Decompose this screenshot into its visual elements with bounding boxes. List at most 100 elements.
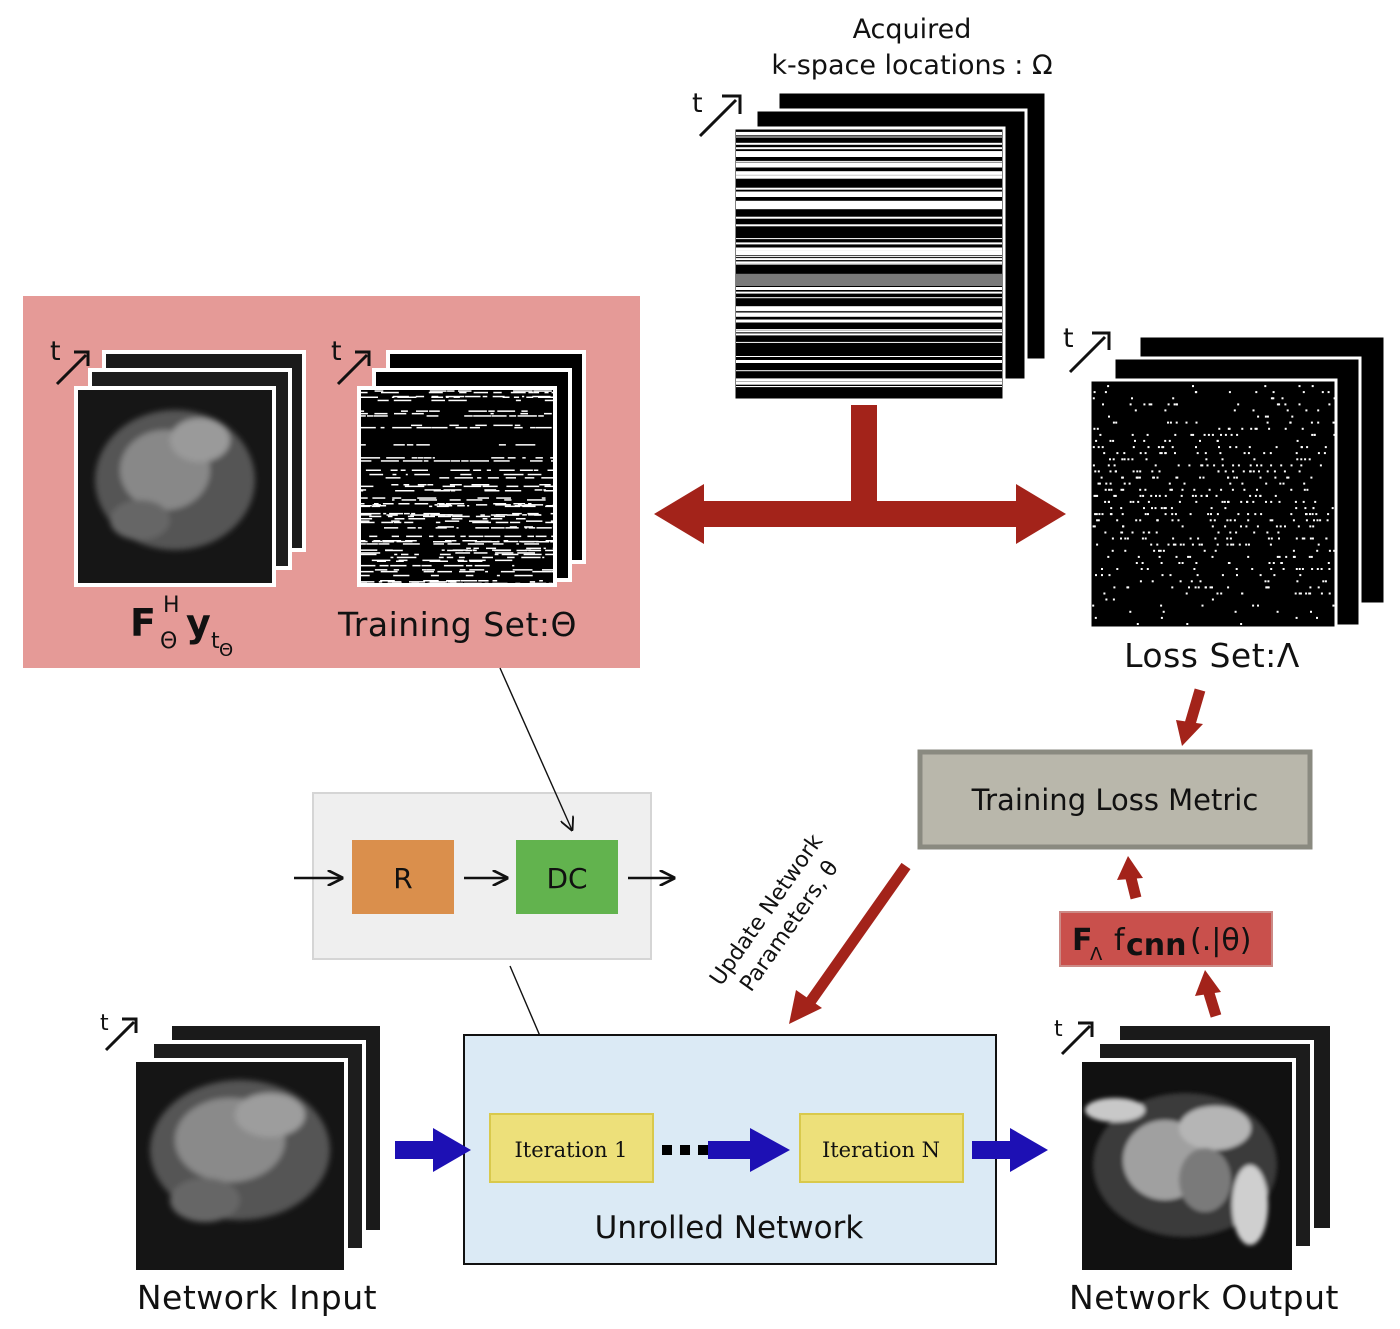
loss-sample <box>1129 403 1132 406</box>
training-sample <box>401 499 417 501</box>
loss-sample <box>1197 537 1200 540</box>
loss-sample <box>1257 604 1259 607</box>
training-sample <box>510 521 521 524</box>
training-sample <box>423 570 434 573</box>
loss-sample <box>1094 616 1097 619</box>
loss-sample <box>1227 427 1230 430</box>
input-arrow <box>395 1128 471 1172</box>
kspace-line <box>736 194 1002 197</box>
training-sample <box>458 556 465 559</box>
time-axis-icon: t <box>1063 323 1111 374</box>
training-sample <box>421 564 432 567</box>
training-sample <box>505 527 519 529</box>
loss-sample <box>1258 470 1260 473</box>
loss-sample <box>1195 446 1197 449</box>
loss-sample <box>1233 519 1236 522</box>
loss-sample <box>1249 494 1252 497</box>
loss-sample <box>1113 586 1116 589</box>
training-sample <box>437 526 454 528</box>
training-sample <box>373 415 388 417</box>
loss-sample <box>1200 494 1203 497</box>
undersampled-image-stack <box>74 350 306 587</box>
kspace-line <box>736 163 1002 167</box>
training-sample <box>545 553 553 556</box>
training-sample <box>457 560 468 562</box>
loss-sample <box>1220 592 1223 595</box>
training-sample <box>434 504 438 506</box>
loss-sample <box>1164 409 1167 412</box>
training-sample <box>390 564 407 567</box>
loss-sample <box>1110 513 1113 516</box>
loss-sample <box>1272 391 1275 394</box>
loss-sample <box>1275 446 1278 449</box>
kspace-line <box>736 142 1002 145</box>
training-sample <box>466 547 471 550</box>
training-sample <box>447 549 458 552</box>
loss-sample <box>1174 433 1177 436</box>
training-set-to-dc-arrow <box>499 667 572 830</box>
loss-sample <box>1228 391 1231 394</box>
loss-sample <box>1267 580 1270 583</box>
training-sample <box>387 581 402 583</box>
training-sample <box>477 497 489 499</box>
training-sample <box>396 540 413 543</box>
training-sample <box>542 569 553 571</box>
training-sample <box>468 559 486 562</box>
loss-sample <box>1129 500 1132 503</box>
loss-sample <box>1220 488 1223 491</box>
kspace-line <box>736 154 1002 157</box>
training-sample <box>390 469 398 471</box>
training-sample <box>376 560 386 562</box>
loss-sample <box>1272 562 1275 564</box>
loss-sample <box>1311 433 1314 436</box>
loss-sample <box>1306 446 1309 449</box>
loss-sample <box>1092 397 1095 400</box>
training-sample <box>414 503 429 505</box>
kspace-line <box>736 224 1002 227</box>
loss-sample <box>1270 568 1273 570</box>
loss-sample <box>1265 500 1267 503</box>
training-sample <box>361 582 367 585</box>
training-sample <box>436 505 449 508</box>
training-sample <box>536 541 550 543</box>
training-sample <box>393 395 409 398</box>
loss-sample <box>1269 519 1272 522</box>
training-sample <box>371 559 391 562</box>
loss-sample <box>1300 464 1303 467</box>
loss-sample <box>1138 476 1141 479</box>
training-sample <box>361 460 372 462</box>
loss-sample <box>1093 494 1096 497</box>
training-sample <box>406 535 422 538</box>
loss-sample <box>1253 531 1256 534</box>
loss-sample <box>1311 537 1314 540</box>
loss-sample <box>1095 513 1098 516</box>
training-sample <box>466 564 473 567</box>
loss-sample <box>1206 464 1209 467</box>
training-sample <box>498 444 506 446</box>
loss-sample <box>1129 610 1132 613</box>
loss-sample <box>1127 458 1130 461</box>
loss-sample <box>1167 403 1170 406</box>
loss-sample <box>1198 543 1201 546</box>
training-sample <box>526 520 543 522</box>
loss-sample <box>1151 507 1153 510</box>
training-sample <box>437 503 445 505</box>
training-sample <box>377 399 389 402</box>
loss-sample <box>1216 439 1219 442</box>
kspace-line <box>736 151 1002 153</box>
training-sample <box>416 410 429 412</box>
loss-sample <box>1161 574 1164 577</box>
kspace-line <box>736 378 1002 382</box>
training-sample <box>456 527 459 529</box>
training-sample <box>473 547 479 550</box>
training-sample <box>496 497 511 499</box>
loss-sample <box>1201 464 1204 467</box>
loss-sample <box>1196 452 1199 455</box>
loss-sample <box>1093 427 1096 430</box>
loss-sample <box>1264 415 1267 418</box>
training-sample <box>433 541 452 543</box>
training-sample <box>446 556 454 559</box>
loss-sample <box>1108 415 1110 418</box>
loss-sample <box>1162 549 1165 552</box>
loss-sample <box>1167 421 1169 424</box>
